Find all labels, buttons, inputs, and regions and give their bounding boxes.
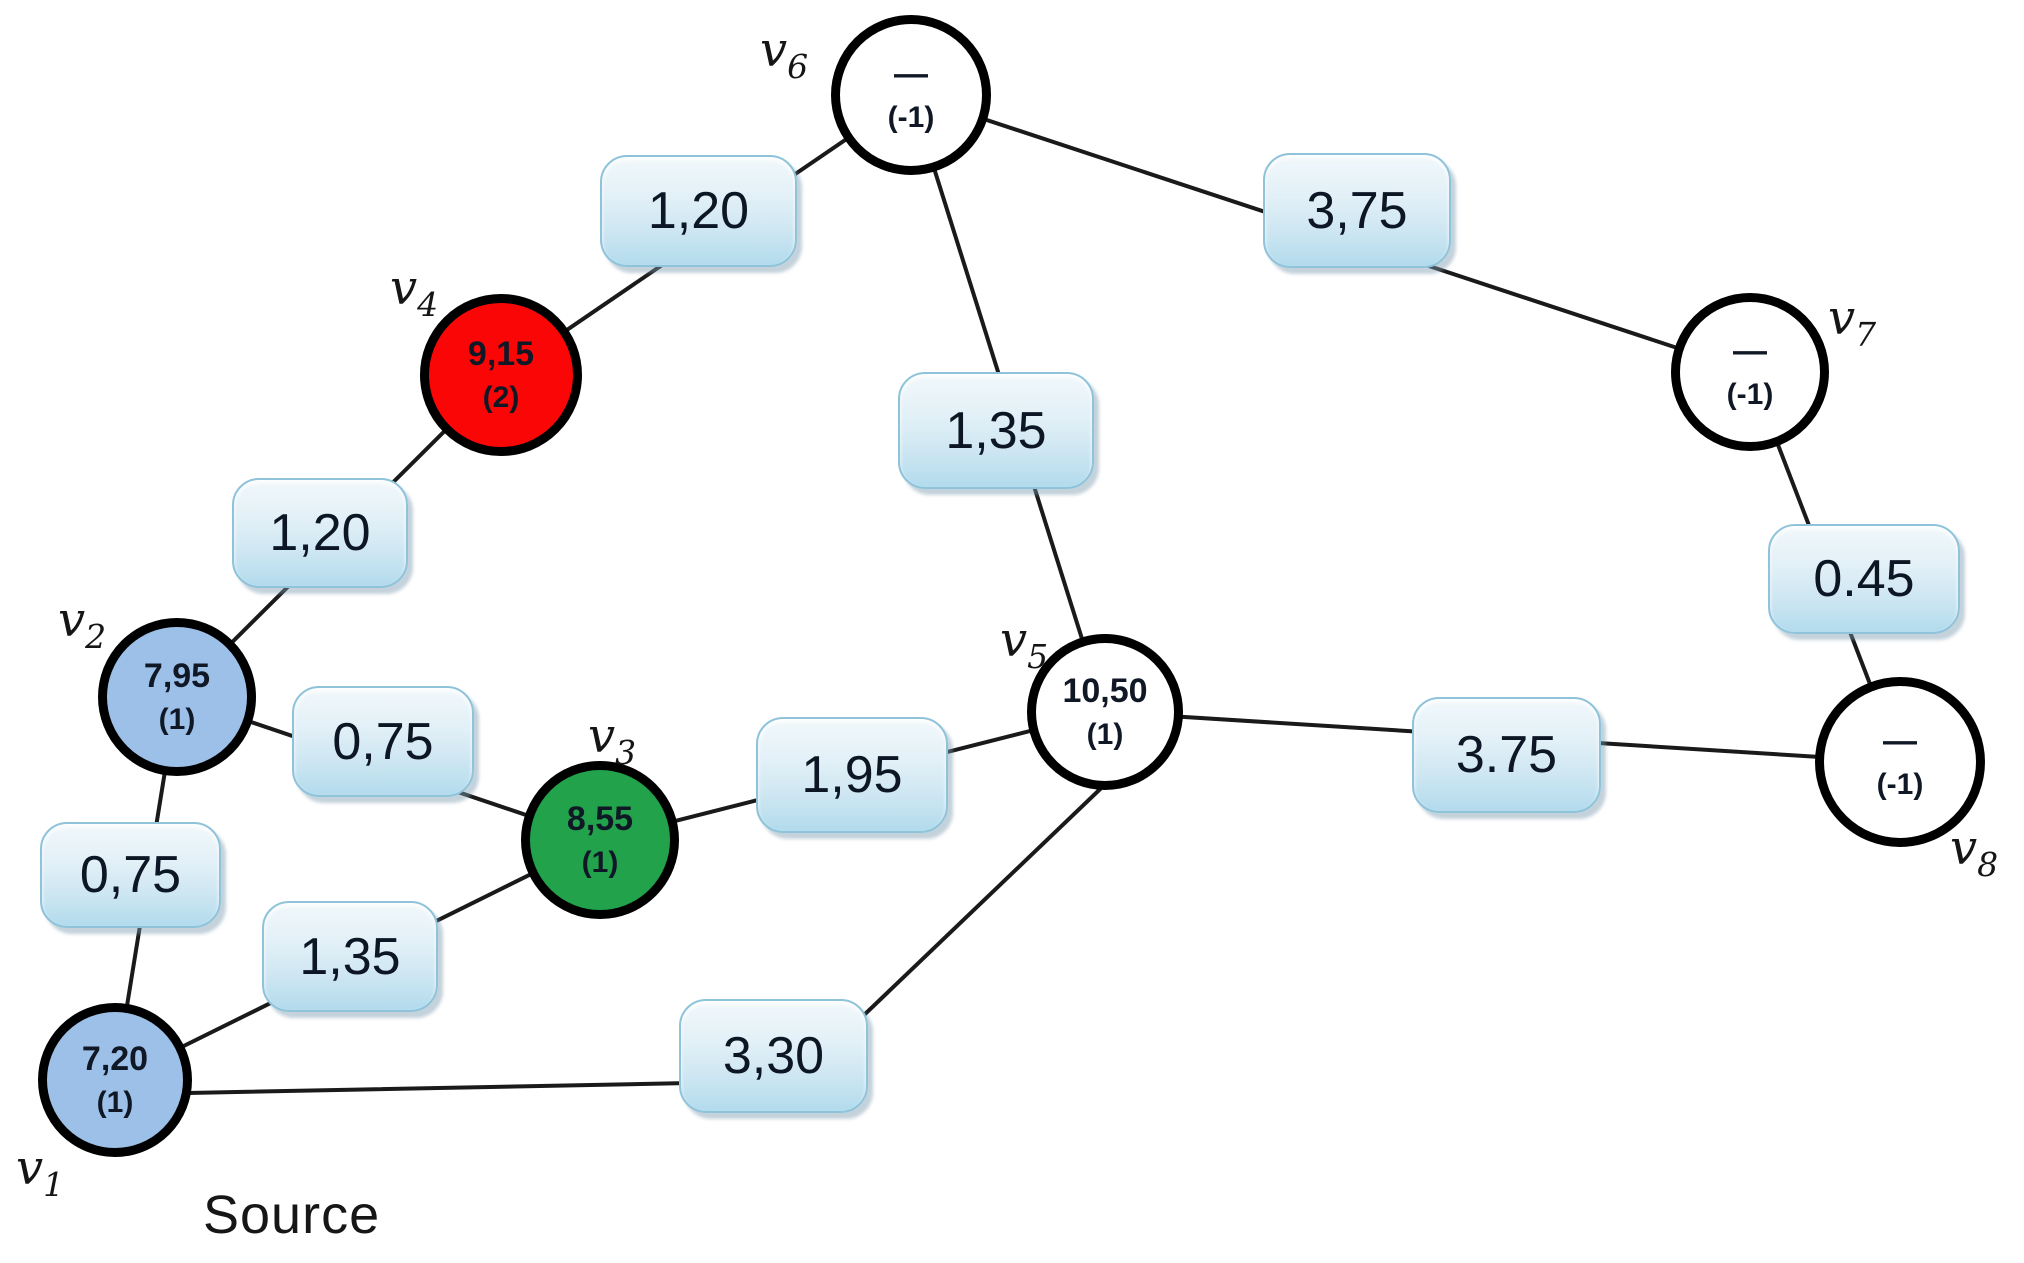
node-count: (-1) [1876, 768, 1924, 801]
vertex-label-subscript: 7 [1855, 315, 1877, 354]
vertex-label-v3: v3 [588, 712, 636, 769]
edge-weight-label-v4-v2: 1,20 [232, 478, 408, 588]
vertex-label-subscript: 3 [615, 733, 637, 772]
node-value: — [894, 55, 928, 93]
node-v8: — (-1) [1815, 677, 1985, 847]
vertex-label-subscript: 8 [1977, 845, 1999, 884]
vertex-label-subscript: 6 [787, 47, 809, 86]
node-v7: — (-1) [1671, 293, 1829, 451]
vertex-label-base: v [390, 260, 418, 316]
vertex-label-v5: v5 [1000, 616, 1048, 673]
node-count: (1) [1086, 718, 1124, 751]
node-v1: 7,20 (1) [38, 1003, 192, 1157]
vertex-label-base: v [1950, 820, 1978, 876]
vertex-label-base: v [58, 592, 86, 648]
node-count: (2) [482, 381, 520, 414]
edge-weight-label-v6-v7: 3,75 [1263, 153, 1451, 268]
edge-weight-label-v5-v8: 3.75 [1412, 697, 1601, 813]
vertex-label-subscript: 2 [85, 617, 107, 656]
vertex-label-v7: v7 [1828, 294, 1876, 351]
edge-weight-label-v3-v5: 1,95 [756, 717, 948, 833]
vertex-label-v6: v6 [760, 26, 808, 83]
vertex-label-subscript: 5 [1027, 637, 1049, 676]
node-value: 7,20 [81, 1040, 149, 1078]
node-v5: 10,50 (1) [1027, 634, 1183, 790]
vertex-label-subscript: 1 [43, 1165, 65, 1204]
edge-weight-label-v6-v4: 1,20 [600, 155, 797, 267]
node-value: 10,50 [1062, 672, 1148, 710]
edge-weight-label-v1-v5: 3,30 [679, 999, 868, 1113]
edge-weight-label-v7-v8: 0.45 [1768, 524, 1960, 634]
node-value: 9,15 [467, 335, 535, 373]
node-v4: 9,15 (2) [420, 294, 582, 456]
node-v3: 8,55 (1) [521, 761, 679, 919]
vertex-label-base: v [1828, 290, 1856, 346]
node-count: (1) [158, 703, 196, 736]
vertex-label-base: v [16, 1140, 44, 1196]
node-count: (-1) [887, 101, 935, 134]
edge-weight-label-v1-v3: 1,35 [262, 901, 438, 1012]
node-v2: 7,95 (1) [98, 618, 256, 776]
vertex-label-v8: v8 [1950, 824, 1998, 881]
vertex-label-v1: v1 [16, 1144, 64, 1201]
node-count: (1) [581, 846, 619, 879]
vertex-label-base: v [760, 22, 788, 78]
node-v6: — (-1) [831, 15, 991, 175]
node-value: 7,95 [143, 657, 211, 695]
edge-weight-label-v2-v1: 0,75 [40, 822, 221, 928]
node-value: — [1883, 722, 1917, 760]
edge-weight-label-v2-v3: 0,75 [292, 686, 474, 797]
node-value: 8,55 [566, 800, 634, 838]
node-count: (-1) [1726, 378, 1774, 411]
vertex-label-base: v [1000, 612, 1028, 668]
node-value: — [1733, 332, 1767, 370]
vertex-label-subscript: 4 [417, 285, 439, 324]
vertex-label-v4: v4 [390, 264, 438, 321]
edge-weight-label-v6-v5: 1,35 [898, 372, 1094, 489]
vertex-label-base: v [588, 708, 616, 764]
source-caption: Source [203, 1185, 381, 1245]
vertex-label-v2: v2 [58, 596, 106, 653]
node-count: (1) [96, 1086, 134, 1119]
